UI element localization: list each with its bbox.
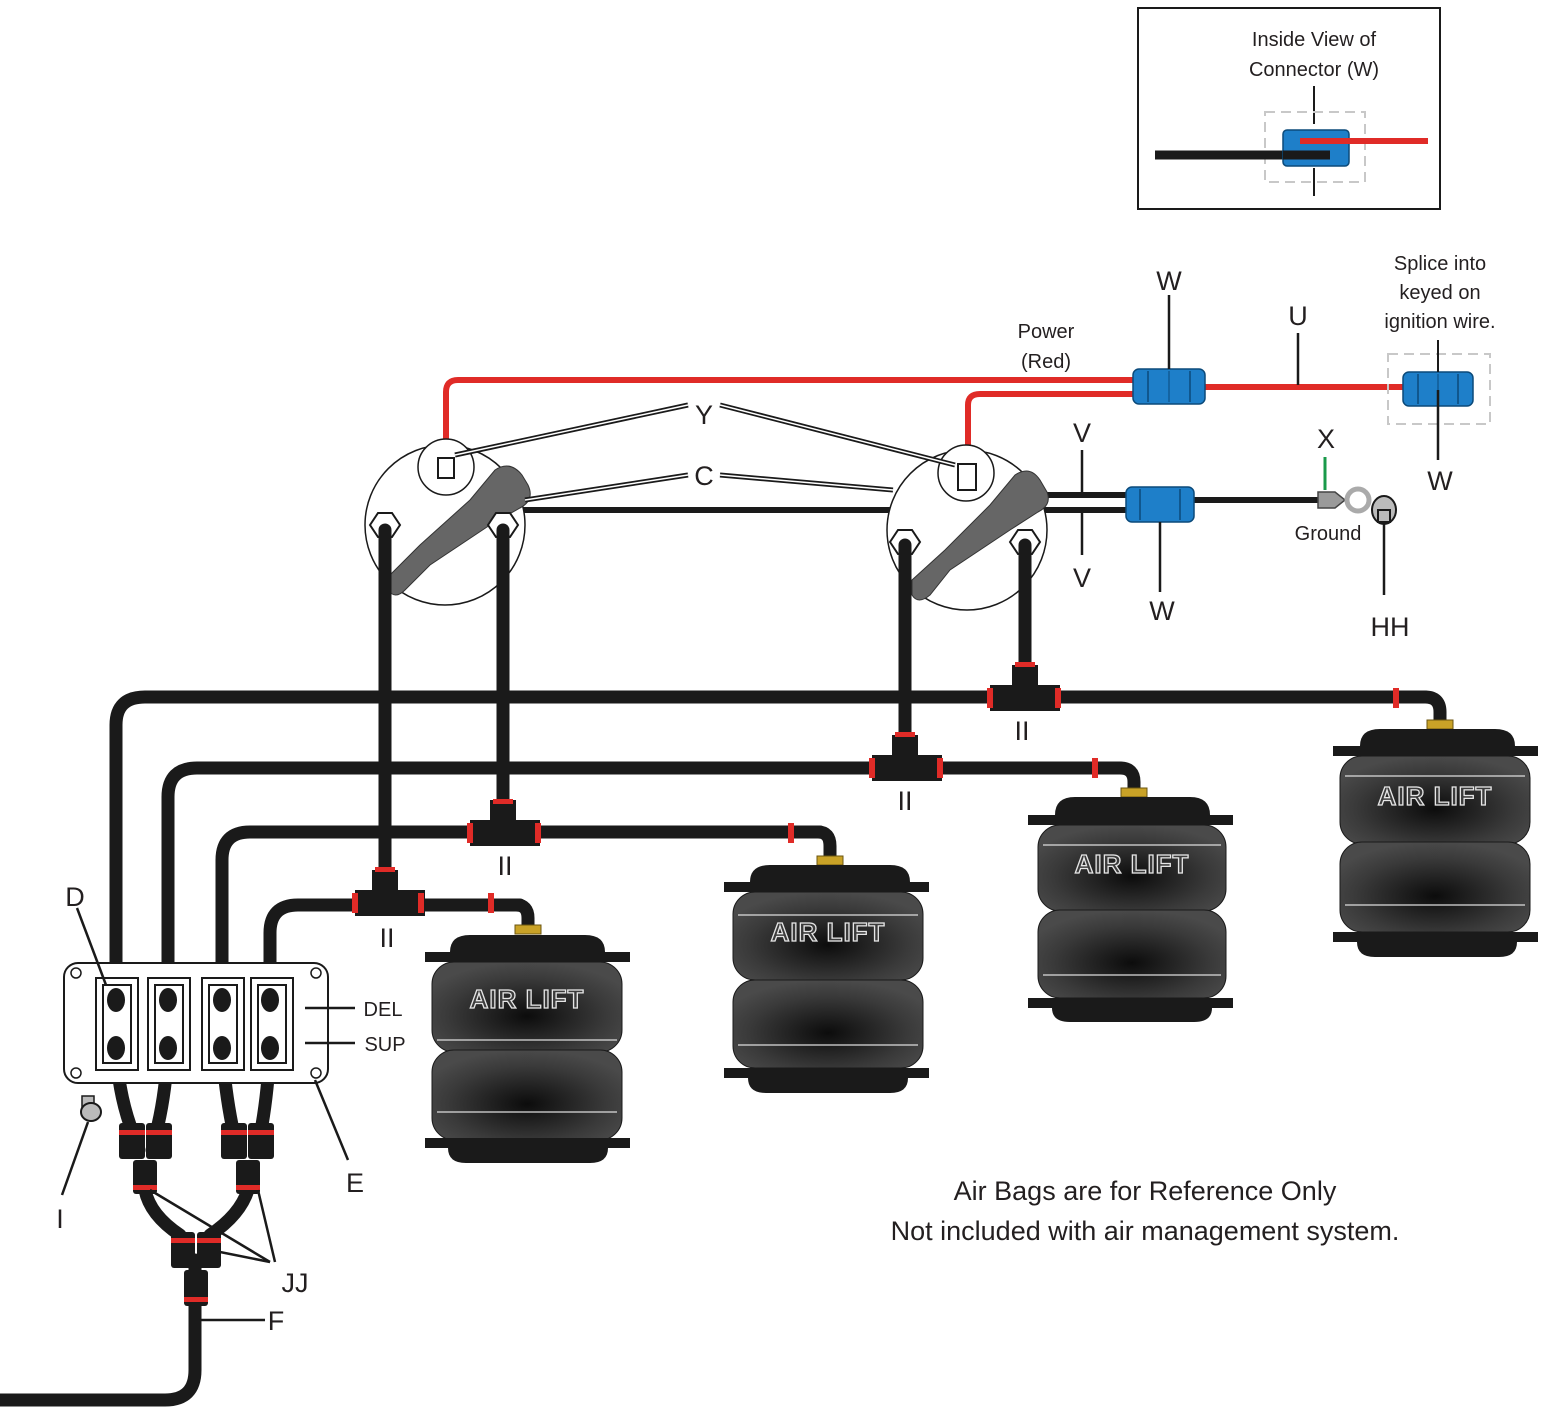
label-w-ground: W — [1149, 596, 1175, 626]
label-w-power: W — [1156, 266, 1182, 296]
label-y: Y — [695, 400, 713, 430]
air-bag-3-brand: AIR LIFT — [1075, 849, 1190, 879]
label-e: E — [346, 1168, 364, 1198]
label-power-line1: Power — [1018, 321, 1075, 343]
label-del: DEL — [364, 999, 403, 1021]
label-i: I — [56, 1204, 64, 1234]
inset-connector-icon — [1282, 129, 1350, 167]
air-bag-2: AIR LIFT — [724, 855, 929, 1093]
air-hoses — [0, 523, 1447, 1407]
air-bag-1-brand: AIR LIFT — [470, 984, 585, 1014]
valve-right — [886, 444, 1049, 611]
connector-w-ground — [1125, 486, 1195, 523]
valve-left — [364, 438, 531, 606]
label-x: X — [1317, 424, 1335, 454]
label-jj: JJ — [282, 1268, 309, 1298]
inset-title-line1: Inside View of — [1252, 29, 1377, 51]
leader-lines-yc — [454, 402, 956, 503]
label-ii-2: II — [897, 786, 912, 816]
air-bag-3: AIR LIFT — [1028, 787, 1233, 1022]
air-bag-4-brand: AIR LIFT — [1378, 781, 1493, 811]
label-w-splice: W — [1427, 466, 1453, 496]
label-c: C — [694, 461, 714, 491]
label-hh: HH — [1371, 612, 1410, 642]
hose-fittings — [119, 662, 1399, 1306]
connector-w-power — [1132, 368, 1206, 405]
ring-terminal-icon — [1317, 491, 1347, 509]
label-u: U — [1288, 301, 1308, 331]
note-line1: Air Bags are for Reference Only — [954, 1176, 1337, 1206]
label-v-top: V — [1073, 418, 1091, 448]
label-ii-4: II — [379, 923, 394, 953]
labels: W U Power (Red) Splice into keyed on ign… — [56, 253, 1495, 1336]
mounting-bolt-icon — [80, 1095, 102, 1122]
label-splice-line2: keyed on — [1399, 282, 1480, 304]
label-ground: Ground — [1295, 523, 1362, 545]
inset-title-line2: Connector (W) — [1249, 59, 1379, 81]
label-v-bottom: V — [1073, 563, 1091, 593]
label-sup: SUP — [364, 1034, 405, 1056]
note-line2: Not included with air management system. — [891, 1216, 1400, 1246]
air-bag-2-brand: AIR LIFT — [771, 917, 886, 947]
ground-bolt-icon — [1371, 495, 1397, 525]
label-f: F — [268, 1306, 285, 1336]
air-bag-1: AIR LIFT — [425, 924, 630, 1163]
label-splice-line3: ignition wire. — [1384, 311, 1495, 333]
label-power-line2: (Red) — [1021, 351, 1071, 373]
label-splice-line1: Splice into — [1394, 253, 1486, 275]
connector-inset-box: Inside View of Connector (W) — [1137, 7, 1441, 210]
label-d: D — [65, 882, 85, 912]
air-bags: AIR LIFT AIR LIFT AIR LIFT — [425, 719, 1538, 1163]
manifold-block — [63, 962, 329, 1084]
label-ii-1: II — [1014, 716, 1029, 746]
reference-note: Air Bags are for Reference Only Not incl… — [891, 1176, 1400, 1246]
air-bag-4: AIR LIFT — [1333, 719, 1538, 957]
label-ii-3: II — [497, 851, 512, 881]
